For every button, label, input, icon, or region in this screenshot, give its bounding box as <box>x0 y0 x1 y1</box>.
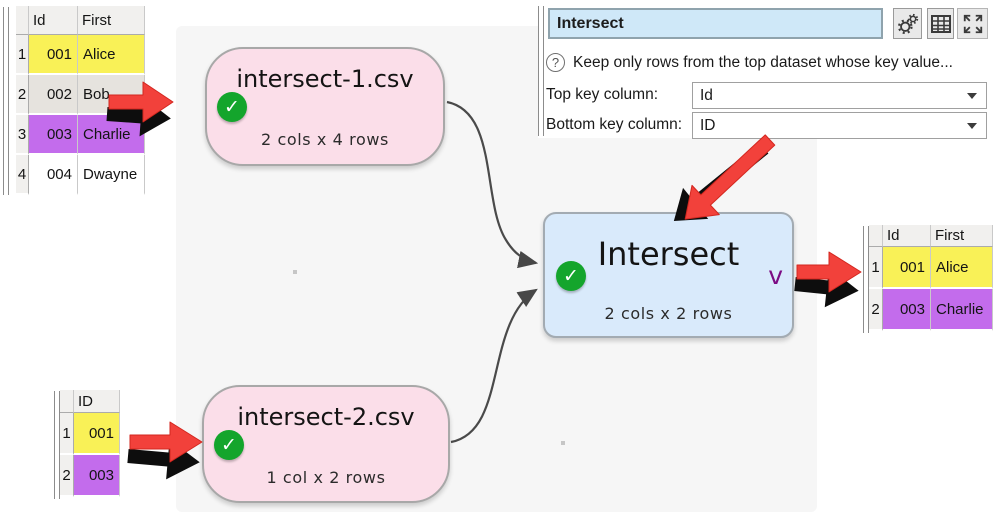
pane-splitter[interactable] <box>3 7 9 195</box>
row-number: 1 <box>60 413 74 455</box>
collapse-chevron-icon[interactable]: v <box>768 261 783 290</box>
cell-id[interactable]: 001 <box>883 247 931 289</box>
annotation-arrow-panel-to-node <box>673 134 776 222</box>
table-row: 1 001 <box>60 413 120 455</box>
row-number: 2 <box>869 289 883 331</box>
column-header-id[interactable]: ID <box>74 390 120 413</box>
cell-first[interactable]: Dwayne <box>78 155 145 195</box>
pane-splitter[interactable] <box>54 391 60 499</box>
bottom-key-column-label: Bottom key column: <box>546 116 683 133</box>
table-row: 4 004 Dwayne <box>16 155 145 195</box>
node-intersect-1-csv[interactable]: ✓ intersect-1.csv 2 cols x 4 rows <box>205 47 445 166</box>
annotation-arrow-to-result <box>794 251 862 308</box>
gears-icon <box>897 13 918 34</box>
annotation-arrow-to-input2 <box>127 421 203 480</box>
row-number: 1 <box>16 35 29 75</box>
bottom-key-column-select[interactable]: ID <box>692 112 987 139</box>
show-table-button[interactable] <box>927 8 954 39</box>
pane-splitter[interactable] <box>863 226 869 333</box>
node-dimensions: 2 cols x 4 rows <box>261 130 389 149</box>
transform-description: ? Keep only rows from the top dataset wh… <box>546 53 953 72</box>
node-connections[interactable] <box>176 26 817 512</box>
column-header-id[interactable]: Id <box>883 225 931 247</box>
annotation-arrow-to-input1 <box>106 81 174 137</box>
arrows-out-icon <box>963 14 982 33</box>
column-header-first[interactable]: First <box>78 6 145 35</box>
pane-splitter[interactable] <box>538 6 544 136</box>
status-ok-icon: ✓ <box>556 261 586 291</box>
cell-first[interactable]: Charlie <box>931 289 993 331</box>
settings-button[interactable] <box>893 8 922 39</box>
connection-input1-to-intersect[interactable] <box>446 100 539 269</box>
node-title: Intersect <box>597 235 740 273</box>
row-number: 2 <box>60 455 74 497</box>
corner-header <box>16 6 29 35</box>
node-title: intersect-2.csv <box>237 403 415 431</box>
cell-id[interactable]: 004 <box>29 155 78 195</box>
node-dimensions: 1 col x 2 rows <box>266 468 386 487</box>
help-icon[interactable]: ? <box>546 53 565 72</box>
cell-id[interactable]: 003 <box>29 115 78 155</box>
cell-id[interactable]: 001 <box>74 413 120 455</box>
result-data-table: Id First 1 001 Alice 2 003 Charlie <box>869 225 993 331</box>
connection-input2-to-intersect[interactable] <box>450 288 538 444</box>
cell-id[interactable]: 003 <box>883 289 931 331</box>
intersect-settings-panel: Intersect <box>538 4 993 139</box>
column-header-id[interactable]: Id <box>29 6 78 35</box>
row-number: 1 <box>869 247 883 289</box>
top-key-column-select[interactable]: Id <box>692 82 987 109</box>
dropdown-caret-icon <box>967 93 977 99</box>
row-number: 4 <box>16 155 29 195</box>
selected-value: ID <box>700 116 716 134</box>
table-row: 2 003 Charlie <box>869 289 993 331</box>
selected-value: Id <box>700 86 713 104</box>
status-ok-icon: ✓ <box>214 430 244 460</box>
status-ok-icon: ✓ <box>217 92 247 122</box>
node-title: intersect-1.csv <box>236 65 414 93</box>
node-dimensions: 2 cols x 2 rows <box>604 304 733 323</box>
table-row: 1 001 Alice <box>16 35 145 75</box>
row-number: 3 <box>16 115 29 155</box>
description-text: Keep only rows from the top dataset whos… <box>573 53 953 71</box>
cell-id[interactable]: 003 <box>74 455 120 497</box>
cell-id[interactable]: 002 <box>29 75 78 115</box>
transform-name-input[interactable]: Intersect <box>548 8 883 39</box>
top-key-column-label: Top key column: <box>546 86 658 103</box>
cell-id[interactable]: 001 <box>29 35 78 75</box>
cell-first[interactable]: Alice <box>931 247 993 289</box>
corner-header <box>60 390 74 413</box>
table-row: 1 001 Alice <box>869 247 993 289</box>
table-row: 3 003 Charlie <box>16 115 145 155</box>
node-intersect[interactable]: ✓ Intersect v 2 cols x 2 rows <box>543 212 794 338</box>
dropdown-caret-icon <box>967 123 977 129</box>
column-header-first[interactable]: First <box>931 225 993 247</box>
canvas-grid-dot <box>561 441 565 445</box>
expand-panel-button[interactable] <box>957 8 988 39</box>
input2-data-table: ID 1 001 2 003 <box>60 390 120 497</box>
row-number: 2 <box>16 75 29 115</box>
table-icon <box>930 14 951 33</box>
canvas-grid-dot <box>293 270 297 274</box>
table-row: 2 003 <box>60 455 120 497</box>
cell-first[interactable]: Alice <box>78 35 145 75</box>
node-intersect-2-csv[interactable]: ✓ intersect-2.csv 1 col x 2 rows <box>202 385 450 503</box>
corner-header <box>869 225 883 247</box>
